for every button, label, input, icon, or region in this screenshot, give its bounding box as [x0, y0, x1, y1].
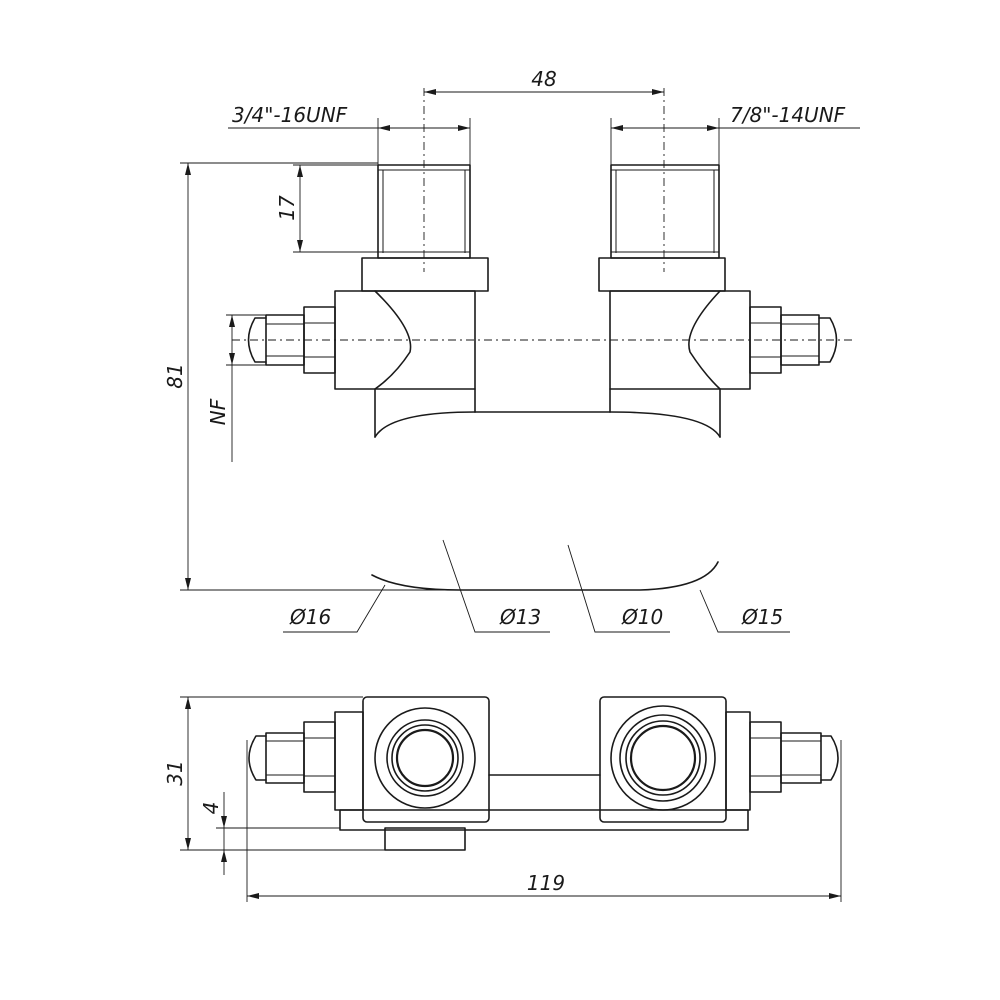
- front-view: [232, 88, 855, 591]
- dim-81-label: 81: [163, 363, 187, 388]
- dia-13-label: Ø13: [499, 605, 541, 629]
- dim-48-label: 48: [531, 67, 556, 91]
- dim-119-label: 119: [527, 871, 565, 895]
- dia-15-label: Ø15: [741, 605, 783, 629]
- dia-10-label: Ø10: [621, 605, 663, 629]
- dia-16-label: Ø16: [289, 605, 331, 629]
- top-view: [248, 696, 839, 851]
- dim-nf-label: NF: [206, 398, 230, 425]
- left-block: [362, 696, 490, 823]
- thread-left-label: 3/4"-16UNF: [232, 103, 348, 127]
- left-valve-body: [334, 290, 476, 438]
- right-side-port: [749, 306, 838, 374]
- dim-31-label: 31: [163, 760, 187, 785]
- top-view-dimensions: 31 4 119: [163, 696, 842, 902]
- dim-4-label: 4: [199, 802, 223, 815]
- left-top-fitting: [361, 164, 489, 292]
- front-view-dimensions: 48 3/4"-16UNF 7/8"-14UNF 17 81: [163, 67, 860, 633]
- right-top-fitting: [598, 164, 726, 292]
- thread-right-label: 7/8"-14UNF: [730, 103, 846, 127]
- dim-17-label: 17: [275, 195, 299, 221]
- base-outline: [371, 561, 719, 591]
- right-valve-body: [609, 290, 751, 438]
